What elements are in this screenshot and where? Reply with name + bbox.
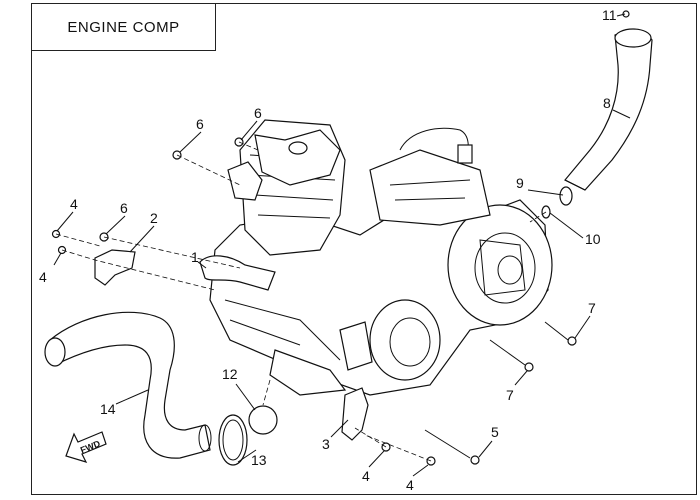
- callout-3: 3: [322, 436, 330, 452]
- callout-11: 11: [602, 7, 617, 23]
- o-ring-13: [218, 414, 248, 466]
- callout-9: 9: [516, 175, 524, 191]
- callout-8: 8: [603, 95, 611, 111]
- title-box: ENGINE COMP: [31, 3, 216, 51]
- callout-4: 4: [39, 269, 47, 285]
- callout-7: 7: [506, 387, 514, 403]
- callout-4: 4: [406, 477, 414, 493]
- callout-labels: 11 8 6 6 9 10 4 6 2 4 1 7 7 12 14 3 5 4 …: [39, 7, 617, 493]
- callout-5: 5: [491, 424, 499, 440]
- clamp-12: [248, 405, 278, 435]
- callout-6: 6: [254, 105, 262, 121]
- bracket-2: [94, 249, 136, 286]
- callout-2: 2: [150, 210, 158, 226]
- diagram-frame: [31, 3, 697, 495]
- callout-14: 14: [100, 401, 116, 417]
- callout-12: 12: [222, 366, 238, 382]
- callout-7: 7: [588, 300, 596, 316]
- engine-assembly: [199, 119, 553, 396]
- callout-10: 10: [585, 231, 601, 247]
- callout-6: 6: [120, 200, 128, 216]
- leader-lines: [53, 13, 631, 477]
- assembly-lines: [55, 141, 547, 462]
- duct-8: [564, 28, 653, 191]
- bracket-3: [341, 387, 369, 441]
- callout-4: 4: [70, 196, 78, 212]
- duct-14: [44, 311, 212, 459]
- callout-1: 1: [191, 249, 199, 265]
- fwd-arrow-icon: FWD: [65, 431, 107, 463]
- gasket-9: [559, 186, 573, 206]
- callout-6: 6: [196, 116, 204, 132]
- callout-4: 4: [362, 468, 370, 484]
- callout-13: 13: [251, 452, 267, 468]
- diagram-title: ENGINE COMP: [67, 18, 180, 36]
